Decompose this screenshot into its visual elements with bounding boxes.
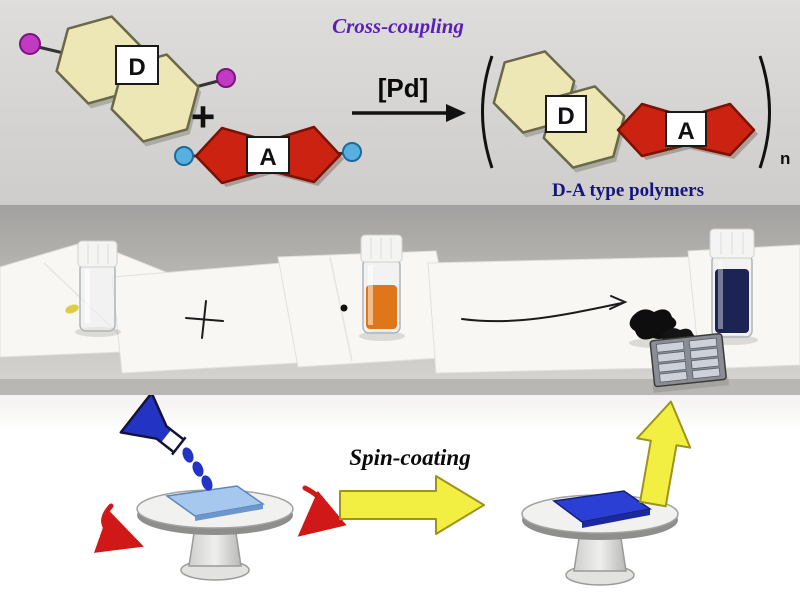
- vial-orange-solution: [359, 234, 405, 341]
- cross-mark-icon: [185, 300, 224, 339]
- rotation-arrow-icon: [297, 485, 347, 537]
- boronic-end-group-icon: [342, 142, 362, 162]
- polymer-repeat-unit: D A n: [481, 50, 790, 173]
- coated-device: [649, 333, 730, 393]
- spin-coating-label: Spin-coating: [349, 445, 470, 470]
- navy-solution: [715, 269, 749, 333]
- vial-blue-solution: [708, 228, 758, 345]
- orange-solution: [366, 285, 397, 329]
- bracket-left-icon: [481, 55, 494, 169]
- spin-coater-right: [521, 490, 679, 586]
- process-arrow-up-icon: [636, 400, 692, 508]
- acceptor-label-box: [246, 136, 290, 174]
- spin-coating-canvas: Spin-coating: [93, 395, 692, 586]
- spin-coater-left: [93, 485, 347, 581]
- acceptor-label: A: [259, 144, 276, 171]
- halide-end-group-icon: [19, 33, 41, 55]
- boronic-end-group-icon: [174, 146, 194, 166]
- yellow-smudge-icon: [65, 304, 79, 314]
- donor-monomer: D: [19, 15, 236, 147]
- rotation-arrow-icon: [93, 503, 144, 553]
- plus-sign: +: [191, 93, 216, 140]
- reaction-scheme-panel: D + A Cross-coupling [Pd]: [0, 0, 800, 205]
- bracket-right-icon: [758, 55, 771, 169]
- repeat-unit-subscript: n: [780, 149, 790, 168]
- arrow-mark-icon: [461, 295, 628, 323]
- lab-photo-panel: [0, 205, 800, 395]
- polymer-donor-label-box: [545, 95, 587, 133]
- vial-clear: [75, 240, 121, 337]
- donor-label-box: [115, 45, 159, 85]
- polymer-caption: D-A type polymers: [552, 180, 704, 201]
- reaction-scheme-canvas: D + A Cross-coupling [Pd]: [19, 14, 790, 201]
- catalyst-label: [Pd]: [378, 73, 429, 103]
- spin-coating-panel: Spin-coating: [0, 395, 800, 600]
- cross-coupling-title: Cross-coupling: [332, 14, 464, 38]
- halide-end-group-icon: [216, 68, 236, 88]
- dot-mark-icon: [340, 304, 348, 312]
- donor-label: D: [128, 54, 145, 81]
- acceptor-monomer: A: [174, 125, 362, 187]
- process-arrow-right-icon: [339, 475, 485, 535]
- lab-photo-canvas: [0, 205, 800, 395]
- pouring-flask-icon: [119, 395, 187, 456]
- polymer-donor-label: D: [557, 103, 574, 130]
- reaction-arrow-icon: [352, 104, 466, 122]
- solution-drops-icon: [182, 447, 213, 491]
- device-electrodes-icon: [655, 337, 721, 383]
- polymer-acceptor-label: A: [677, 118, 694, 145]
- polymer-acceptor-label-box: [665, 111, 707, 147]
